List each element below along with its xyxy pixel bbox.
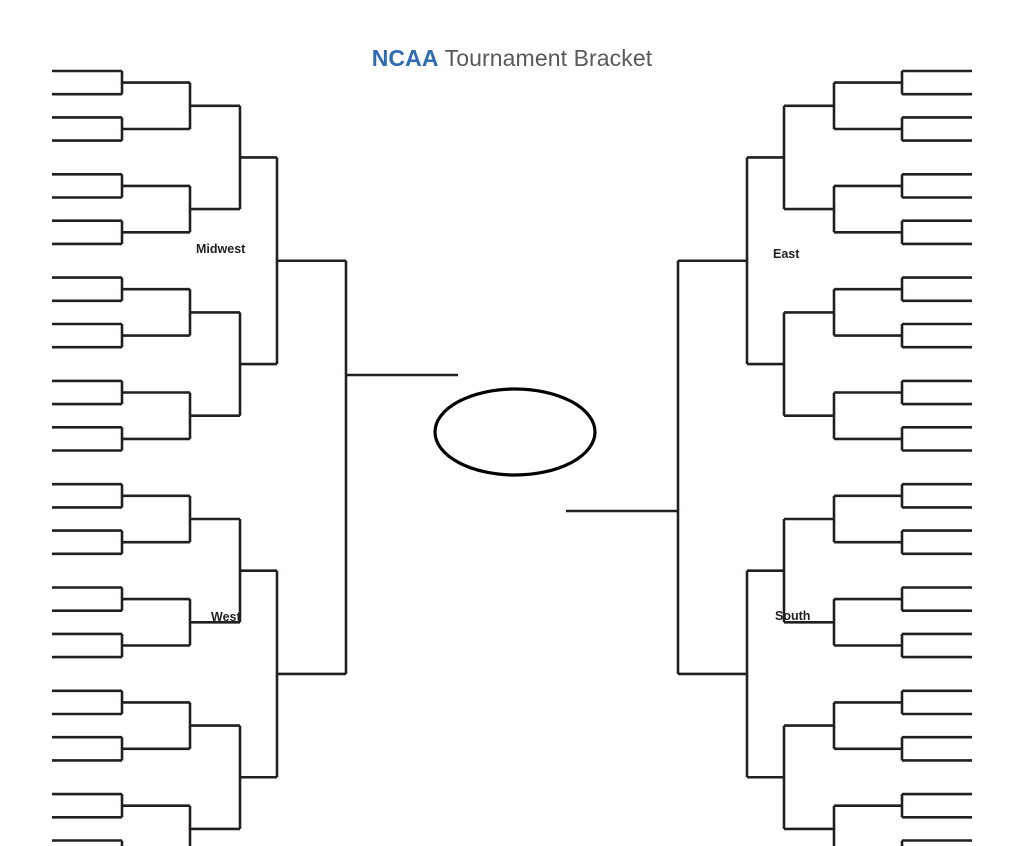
region-label-west: West — [211, 610, 241, 624]
championship-oval — [433, 387, 597, 477]
page-title-subtitle: Tournament Bracket — [438, 45, 653, 71]
page-title-brand: NCAA — [371, 45, 439, 71]
region-label-east: East — [773, 247, 800, 261]
region-label-south: South — [775, 609, 811, 623]
page-title: NCAA Tournament Bracket — [0, 44, 1024, 72]
bracket-lines — [52, 69, 972, 846]
region-label-midwest: Midwest — [196, 242, 246, 256]
